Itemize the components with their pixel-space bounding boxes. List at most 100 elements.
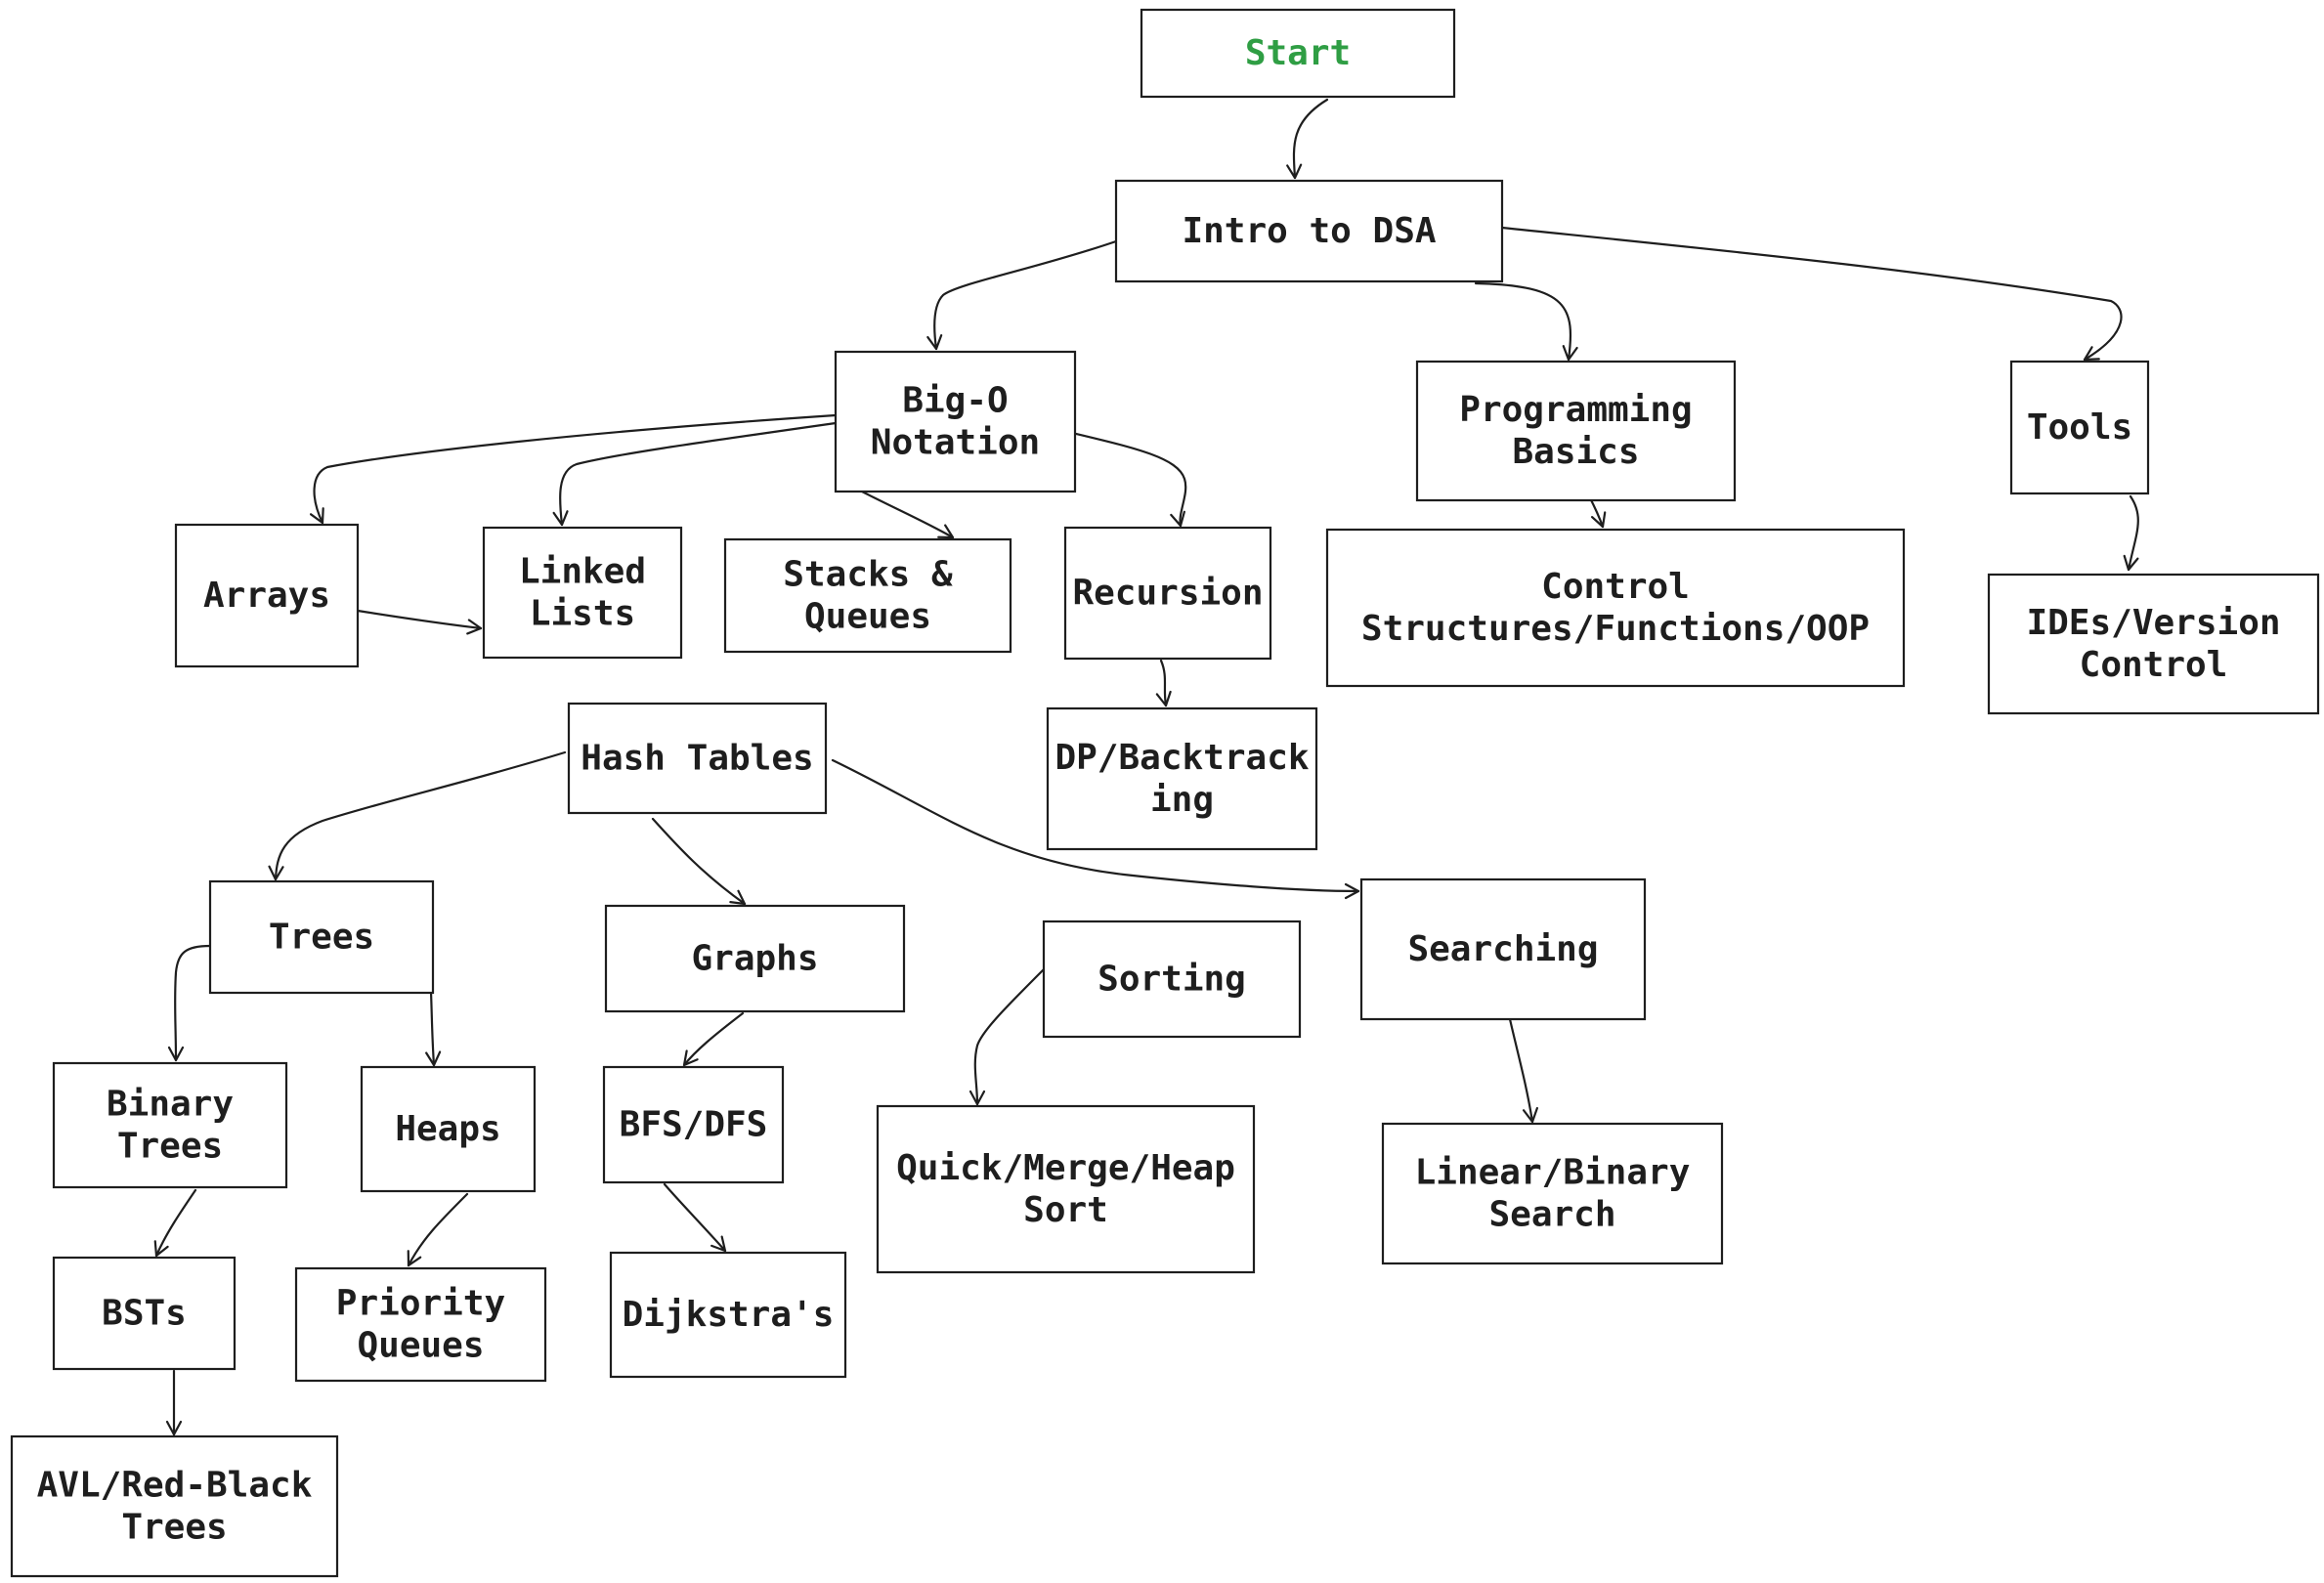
edges-layer xyxy=(153,98,2139,1436)
node-box-arrays xyxy=(174,523,360,668)
node-label-priorityqueues-line-2: Queues xyxy=(357,1326,484,1366)
edge-graphs-to-bfsdfs xyxy=(682,1011,745,1067)
node-label-stacks-line-1: Stacks & xyxy=(783,555,953,595)
node-label-control-line-2: Structures/Functions/OOP xyxy=(1361,609,1870,649)
node-label-tools: Tools xyxy=(2027,407,2132,448)
node-label-binarytrees-line-2: Trees xyxy=(117,1127,223,1167)
node-label-bigo-line-1: Big-O xyxy=(902,381,1008,421)
node-label-trees: Trees xyxy=(269,918,374,958)
node-box-avl xyxy=(10,1434,339,1578)
node-hashtables[interactable]: Hash Tables xyxy=(567,702,828,815)
node-box-graphs xyxy=(604,904,906,1013)
edge-hashtables-to-graphs xyxy=(651,817,747,906)
node-arrays[interactable]: Arrays xyxy=(174,523,360,668)
node-intro[interactable]: Intro to DSA xyxy=(1114,179,1504,283)
node-box-dp xyxy=(1046,706,1318,851)
node-label-quicksort-line-2: Sort xyxy=(1023,1190,1108,1230)
node-bsts[interactable]: BSTs xyxy=(52,1256,237,1371)
node-label-progbasics-line-1: Programming xyxy=(1459,390,1692,430)
edge-tools-to-ides xyxy=(2123,494,2139,572)
edge-bigo-to-recursion xyxy=(1066,430,1187,528)
node-heaps[interactable]: Heaps xyxy=(360,1065,537,1193)
node-label-stacks-line-2: Queues xyxy=(804,597,931,637)
node-recursion[interactable]: Recursion xyxy=(1063,526,1272,661)
node-box-bigo xyxy=(834,350,1077,493)
node-box-searching xyxy=(1359,877,1647,1021)
edge-bfsdfs-to-dijkstra xyxy=(663,1182,727,1253)
node-box-trees xyxy=(208,879,435,995)
node-label-bigo-line-2: Notation xyxy=(871,423,1040,463)
node-label-ides-line-1: IDEs/Version xyxy=(2026,603,2280,643)
node-box-heaps xyxy=(360,1065,537,1193)
node-label-dp-line-1: DP/Backtrack xyxy=(1054,738,1309,778)
node-bfsdfs[interactable]: BFS/DFS xyxy=(602,1065,785,1184)
node-label-intro: Intro to DSA xyxy=(1182,211,1436,251)
node-label-linearsearch-line-1: Linear/Binary xyxy=(1415,1153,1691,1193)
edge-intro-to-tools xyxy=(1500,226,2123,362)
node-box-hashtables xyxy=(567,702,828,815)
node-label-quicksort-line-1: Quick/Merge/Heap xyxy=(896,1148,1235,1188)
node-box-dijkstra xyxy=(609,1251,847,1379)
node-label-linearsearch-line-2: Search xyxy=(1488,1195,1615,1235)
edge-recursion-to-dp xyxy=(1155,659,1172,707)
edge-bigo-to-linkedlists xyxy=(552,421,838,527)
node-label-linkedlists-line-2: Lists xyxy=(530,594,635,634)
node-box-tools xyxy=(2009,360,2150,495)
node-box-stacks xyxy=(723,537,1012,654)
node-label-progbasics-line-2: Basics xyxy=(1512,432,1639,472)
node-label-ides-line-2: Control xyxy=(2080,645,2228,685)
node-tools[interactable]: Tools xyxy=(2009,360,2150,495)
node-start[interactable]: Start xyxy=(1140,8,1456,99)
node-box-linearsearch xyxy=(1381,1122,1724,1265)
node-box-sorting xyxy=(1042,920,1302,1039)
node-label-linkedlists-line-1: Linked xyxy=(519,552,646,592)
node-box-start xyxy=(1140,8,1456,99)
edge-bigo-to-stacks xyxy=(860,490,955,539)
node-label-arrays: Arrays xyxy=(203,576,330,616)
node-trees[interactable]: Trees xyxy=(208,879,435,995)
node-sorting[interactable]: Sorting xyxy=(1042,920,1302,1039)
node-label-dijkstra: Dijkstra's xyxy=(623,1295,835,1335)
edge-start-to-intro xyxy=(1286,98,1329,180)
node-label-start: Start xyxy=(1245,33,1351,73)
node-box-priorityqueues xyxy=(294,1266,547,1383)
node-box-control xyxy=(1325,528,1906,688)
edge-binarytrees-to-bsts xyxy=(153,1188,197,1258)
edge-searching-to-linearsearch xyxy=(1508,1017,1538,1124)
node-label-recursion: Recursion xyxy=(1072,574,1263,614)
node-box-bsts xyxy=(52,1256,237,1371)
edge-hashtables-to-searching xyxy=(831,758,1360,900)
node-stacks[interactable]: Stacks &Queues xyxy=(723,537,1012,654)
node-label-bsts: BSTs xyxy=(102,1294,187,1334)
node-label-hashtables: Hash Tables xyxy=(581,739,813,779)
node-box-progbasics xyxy=(1415,360,1737,502)
edge-arrays-to-linkedlists xyxy=(356,609,483,635)
node-graphs[interactable]: Graphs xyxy=(604,904,906,1013)
node-label-priorityqueues-line-1: Priority xyxy=(336,1284,505,1324)
node-label-avl-line-1: AVL/Red-Black xyxy=(37,1466,313,1506)
edge-trees-to-binarytrees xyxy=(167,944,212,1062)
node-label-binarytrees-line-1: Binary xyxy=(107,1085,234,1125)
node-box-binarytrees xyxy=(52,1061,288,1189)
node-label-dp-line-2: ing xyxy=(1150,780,1214,820)
node-label-control-line-1: Control xyxy=(1541,567,1690,607)
node-box-linkedlists xyxy=(482,526,683,660)
node-dijkstra[interactable]: Dijkstra's xyxy=(609,1251,847,1379)
node-label-sorting: Sorting xyxy=(1097,960,1246,1000)
node-label-graphs: Graphs xyxy=(691,939,818,979)
node-searching[interactable]: Searching xyxy=(1359,877,1647,1021)
edge-sorting-to-quicksort xyxy=(968,967,1046,1106)
